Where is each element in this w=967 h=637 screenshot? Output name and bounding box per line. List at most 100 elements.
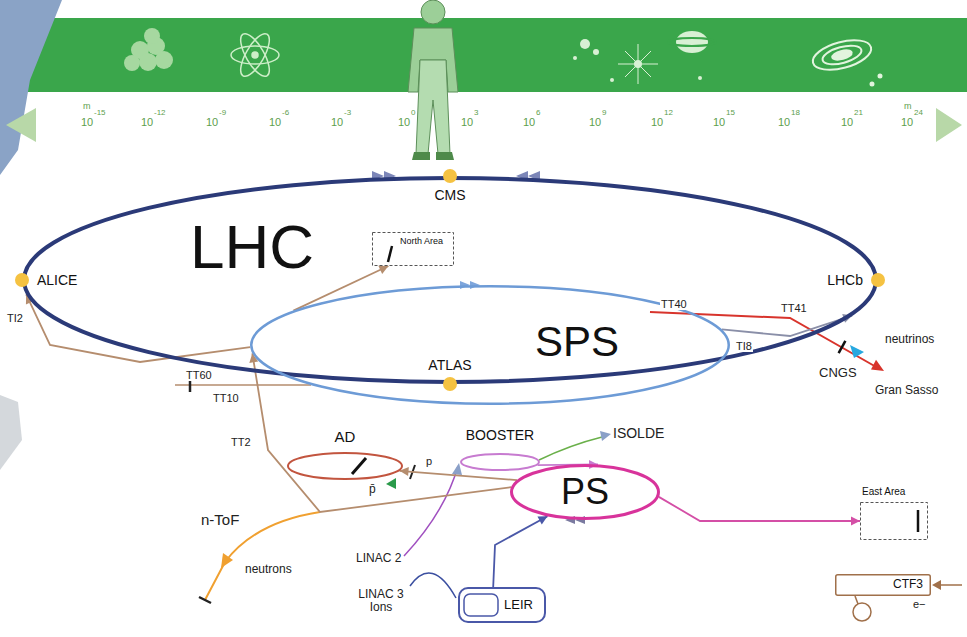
scale-number: 10 [80,116,94,128]
scale-number: 10 [140,116,154,128]
line-label: p [425,455,433,467]
part-label: p̄ [368,483,377,496]
scale-number: m [82,102,92,112]
lhc-ring-outline [22,176,878,384]
ad-ring: AD [287,452,403,480]
transfer-line [493,516,547,587]
transfer-line [26,294,250,362]
scale-number: 10 [268,116,282,128]
node-label: AD [335,429,356,444]
ring-outline [24,178,876,382]
node-label: East Area [862,487,905,497]
ring-outline [512,466,659,519]
scale-number: 9 [601,109,607,118]
booster-ring-outline [460,453,540,471]
part-label: n-ToF [200,512,240,529]
part-label: TT40 [660,298,688,310]
scale-number: -15 [93,109,107,118]
arrow-head [221,553,233,568]
part-label: e− [912,598,927,610]
experiment-dot: ATLAS [443,377,457,391]
part-label: LINAC 3 Ions [350,588,412,614]
arrow-head [871,360,884,371]
part-label: TT2 [230,436,252,448]
box-outline [836,575,931,596]
part-label: CNGS [818,366,858,380]
sps-ring: SPS [250,285,730,405]
nucleus-icon [124,28,173,71]
star-icon [573,31,716,84]
scale-number: 3 [473,109,479,118]
part-label: LINAC 2 [355,552,402,565]
arrow-head [851,517,860,526]
area-box: North Area [372,232,454,266]
dashed-outline [373,233,454,266]
line-label: TT10 [212,392,240,404]
sps-ring-outline [250,285,730,405]
atom-icon [231,30,279,81]
scale-number: 10 [205,116,219,128]
scale-number: 10 [460,116,474,128]
node-label: LHCb [827,273,863,287]
part-label: Gran Sasso [874,384,939,397]
node-label: LHC [190,216,314,278]
scale-number: -3 [343,109,352,118]
area-box-outline [860,502,928,540]
part-label: ISOLDE [612,426,665,441]
scale-number: 15 [725,109,736,118]
experiment-dot: LHCb [871,273,885,287]
leir-loop [464,594,498,616]
arrow-head [452,463,462,475]
ring-outline [251,286,729,404]
experiment-dot-outline [15,273,29,287]
line-path [26,294,250,362]
scale-number: 21 [853,109,864,118]
scale-number: 10 [397,116,411,128]
scale-number: m [903,102,913,112]
experiment-dot-outline [871,273,885,287]
isolde-line [539,437,602,460]
scale-number: 0 [410,109,416,118]
target-bar [352,458,366,474]
neutrino-arrow [850,345,864,358]
linac-line [404,466,458,556]
dot-fill [443,377,457,391]
node-label: CMS [434,188,465,202]
map-shape [0,395,22,470]
node-label: North Area [400,237,443,246]
node-label: CTF3 [893,578,923,590]
node-label: LEIR [504,598,533,611]
map-shape [0,0,62,175]
leir-ring: LEIR [458,587,546,623]
experiment-dot: CMS [443,169,457,183]
scale-number: 10 [900,116,914,128]
scale-number: -9 [218,109,227,118]
dot-fill [871,273,885,287]
node-label: SPS [535,321,619,363]
scale-band [0,18,967,92]
scale-number: 24 [913,109,924,118]
target-bar [199,597,211,603]
person-figure [408,0,458,160]
line-path [493,516,547,587]
experiment-dot-outline [443,377,457,391]
transfer-line [659,497,860,526]
arrow-head [378,266,388,274]
node-label: ALICE [37,273,77,287]
part-label: TT41 [780,302,808,314]
dot-fill [443,169,457,183]
experiment-dot: ALICE [15,273,29,287]
arrow-head [600,431,611,441]
part-label: neutrons [244,563,293,576]
ctf3-line [855,596,858,604]
transfer-line [400,467,518,480]
scale-number: -6 [281,109,290,118]
scale-number: -12 [153,109,167,118]
ad-ring-outline [287,452,403,480]
part-label: neutrinos [884,333,935,346]
line-path [400,471,518,480]
ps-ring: PS [510,464,660,520]
scale-number: 10 [712,116,726,128]
transfer-line [175,384,311,386]
